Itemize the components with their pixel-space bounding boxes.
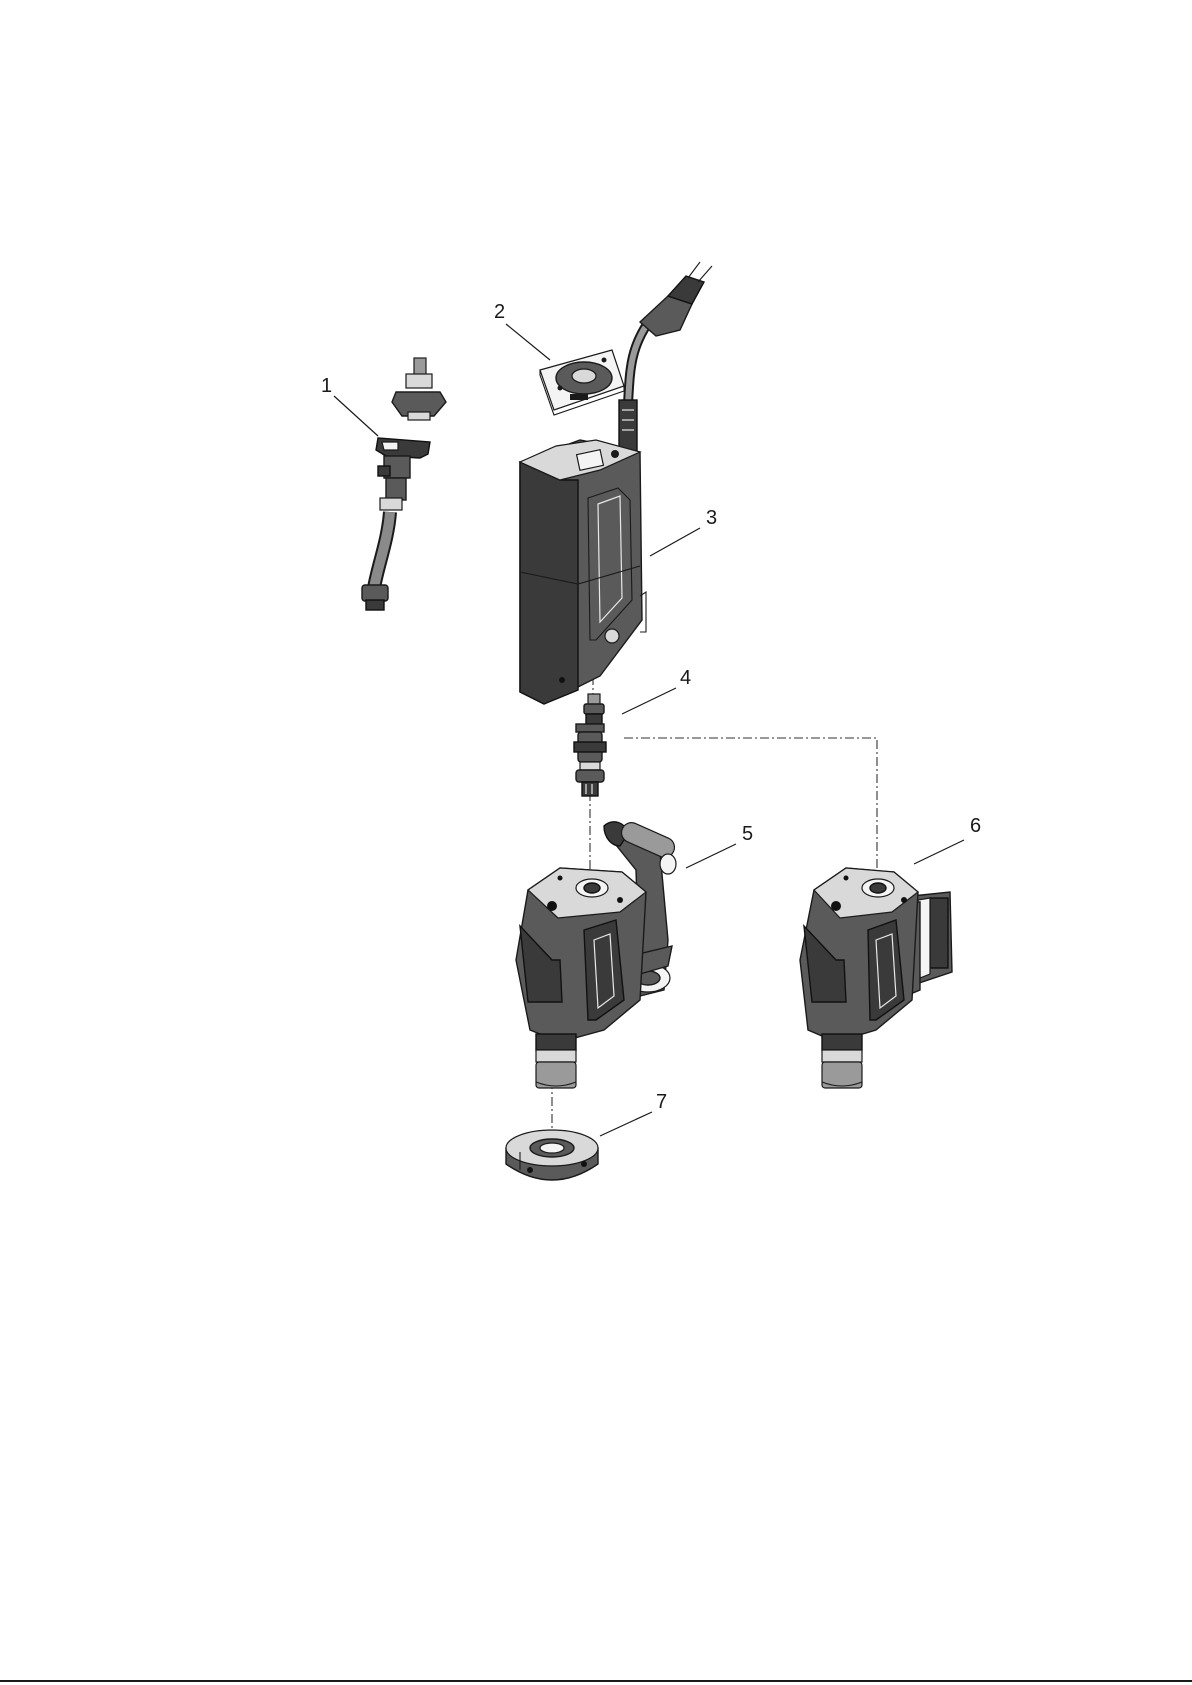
page-bottom-rule [0, 1680, 1192, 1682]
part-5-gearbox-with-handle [516, 819, 678, 1088]
leader-3 [650, 528, 700, 556]
part-6-gearbox-with-mount [800, 868, 952, 1088]
callout-5: 5 [742, 823, 753, 845]
callout-3: 3 [706, 507, 717, 529]
leader-7 [600, 1112, 652, 1136]
callout-2: 2 [494, 301, 505, 323]
leader-4 [622, 688, 676, 714]
part-1-water-hose [362, 358, 446, 610]
leader-2 [506, 324, 550, 360]
part-3-motor-housing [520, 262, 712, 704]
leader-6 [914, 840, 964, 864]
callout-4: 4 [680, 667, 691, 689]
callout-1: 1 [321, 375, 332, 397]
part-4-spindle [574, 694, 606, 796]
leader-1 [334, 396, 378, 436]
part-7-adapter-ring [506, 1130, 598, 1180]
callout-7: 7 [656, 1091, 667, 1113]
callout-6: 6 [970, 815, 981, 837]
part-2-top-plate [540, 350, 624, 415]
leader-5 [686, 844, 736, 868]
